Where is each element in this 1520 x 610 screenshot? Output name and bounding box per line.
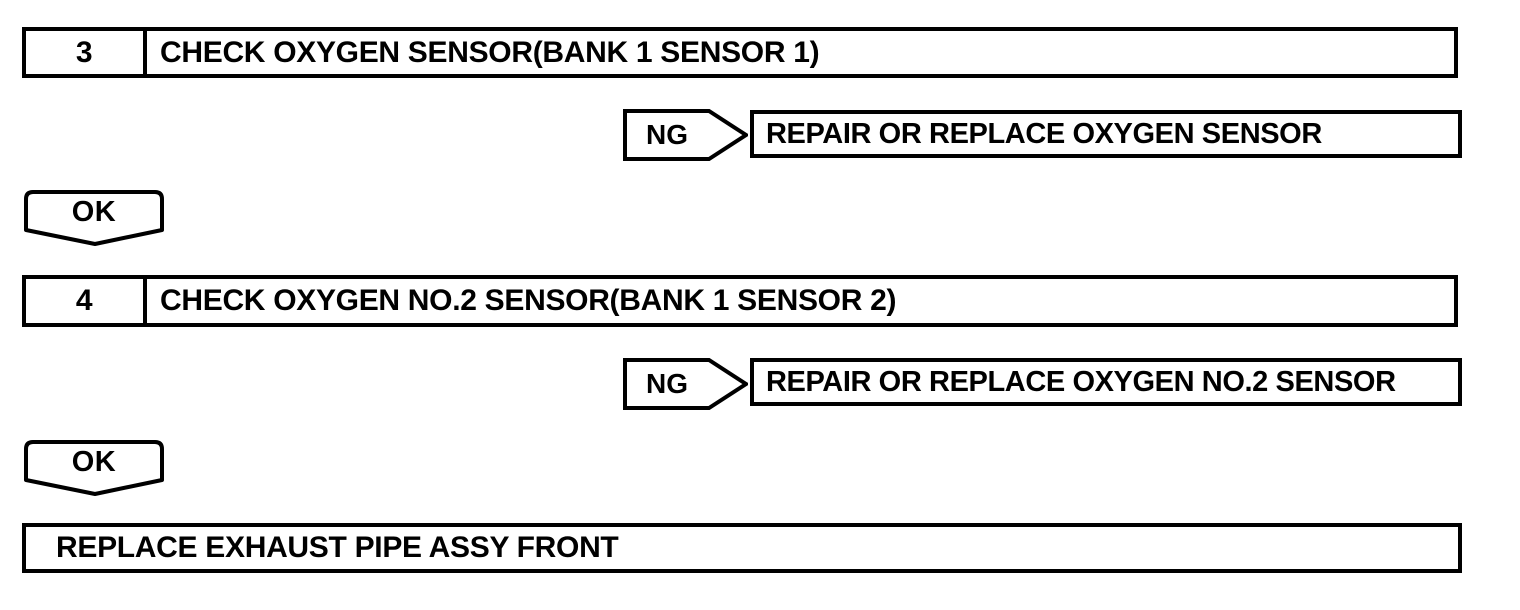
ng-result-box: REPAIR OR REPLACE OXYGEN NO.2 SENSOR [750, 358, 1462, 406]
ok-label: OK [71, 445, 117, 478]
step-3-box: 3 CHECK OXYGEN SENSOR(BANK 1 SENSOR 1) [22, 27, 1458, 78]
step-title: CHECK OXYGEN NO.2 SENSOR(BANK 1 SENSOR 2… [160, 284, 897, 317]
ng-label: NG [646, 368, 688, 399]
step-title: CHECK OXYGEN SENSOR(BANK 1 SENSOR 1) [160, 35, 820, 69]
step-number: 3 [26, 31, 147, 74]
ok-banner-icon: OK [24, 190, 164, 248]
ng-label: NG [646, 119, 688, 150]
step-4-box: 4 CHECK OXYGEN NO.2 SENSOR(BANK 1 SENSOR… [22, 275, 1458, 327]
step-number: 4 [26, 279, 147, 323]
ok-label: OK [71, 195, 117, 228]
ng-arrow-icon: NG [623, 109, 748, 161]
final-action-box: REPLACE EXHAUST PIPE ASSY FRONT [22, 523, 1462, 573]
ng-arrow-icon: NG [623, 358, 748, 410]
ng-result-box: REPAIR OR REPLACE OXYGEN SENSOR [750, 110, 1462, 158]
ok-banner-icon: OK [24, 440, 164, 498]
